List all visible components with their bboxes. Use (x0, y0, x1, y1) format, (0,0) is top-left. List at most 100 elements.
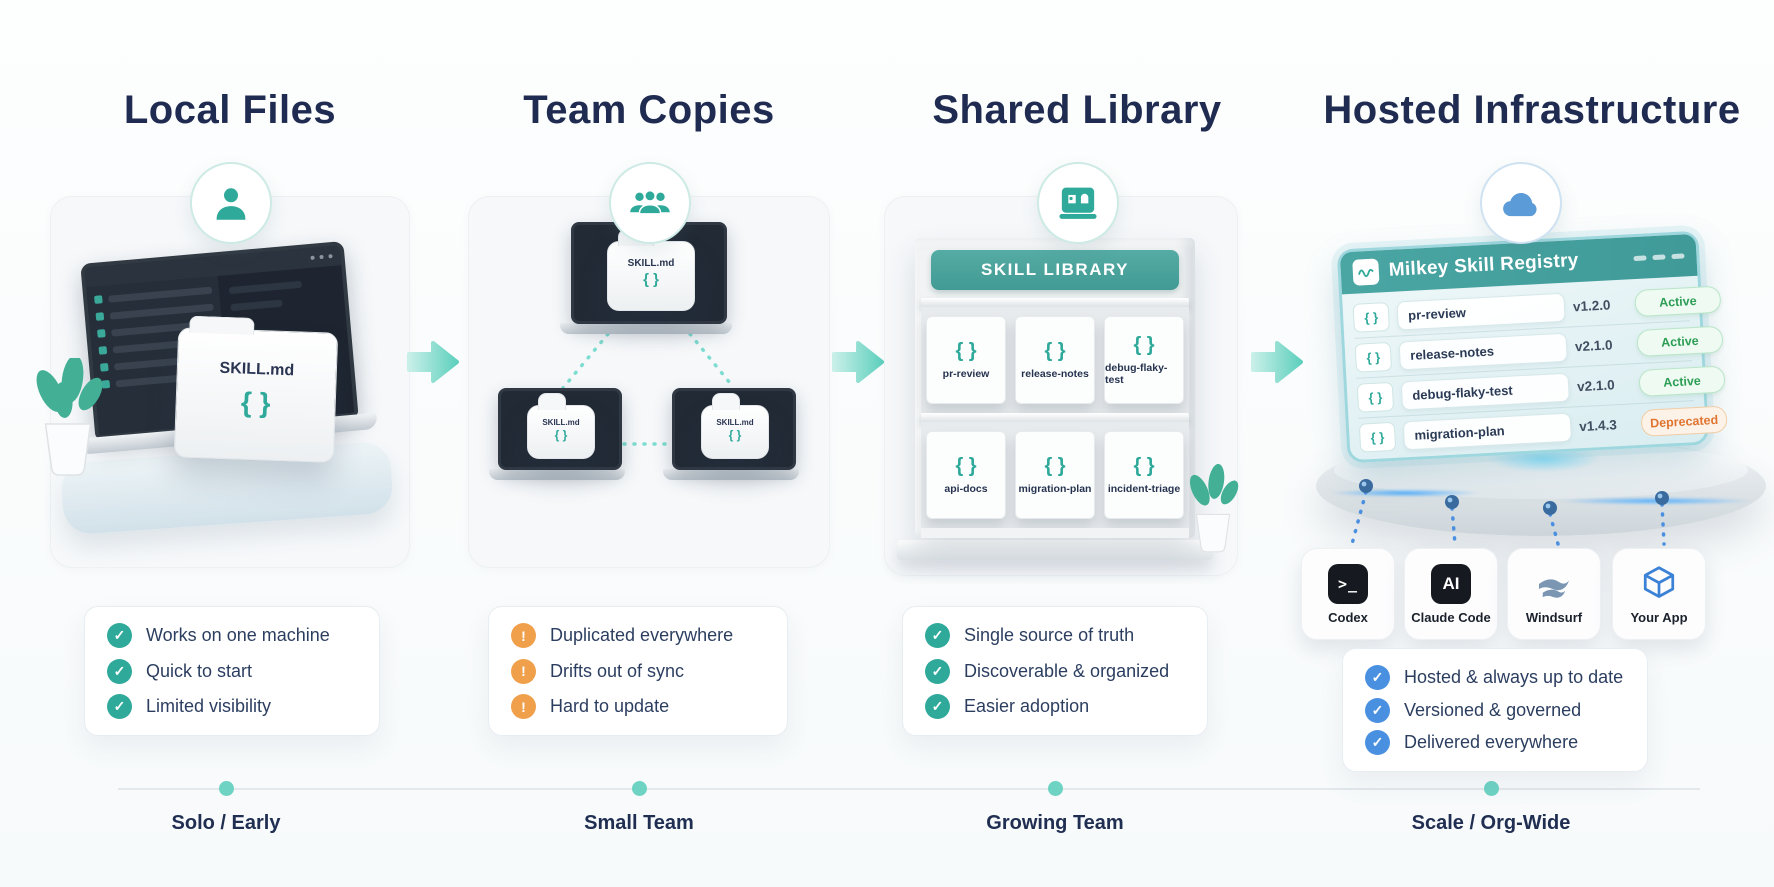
status-badge: Active (1636, 325, 1724, 358)
skill-version: v1.4.3 (1578, 417, 1618, 435)
status-badge: Active (1638, 365, 1726, 397)
feature-row: ✓ Limited visibility (107, 694, 357, 719)
window-controls (1633, 252, 1685, 261)
column-title-shared-library: Shared Library (932, 88, 1222, 132)
braces-glyph: { } (240, 386, 272, 419)
shared-library-badge (1037, 162, 1119, 244)
braces-glyph: { } (955, 340, 977, 362)
check-icon: ✓ (925, 658, 950, 684)
shelf-base (897, 540, 1213, 560)
braces-glyph: { } (1352, 301, 1390, 333)
skill-version: v1.2.0 (1572, 297, 1611, 315)
ai-badge-icon: AI (1431, 563, 1471, 604)
braces-glyph: { } (1358, 421, 1397, 453)
timeline-dot (219, 781, 234, 796)
timeline-dot (1484, 781, 1499, 796)
hosted-infrastructure-badge (1480, 162, 1562, 244)
timeline-dot (632, 781, 647, 796)
glow-streak (1558, 497, 1753, 505)
column-title-local-files: Local Files (123, 88, 337, 132)
braces-glyph: { } (1133, 334, 1155, 356)
tool-label: Claude Code (1411, 609, 1491, 625)
skill-box: { } api-docs (926, 431, 1006, 519)
arrow-right-icon (1251, 341, 1303, 383)
stage-label-small-team: Small Team (584, 812, 694, 834)
braces-glyph: { } (728, 428, 742, 442)
skill-name: debug-flaky-test (1400, 372, 1570, 411)
registry-logo (1352, 258, 1380, 286)
registry-title: Milkey Skill Registry (1388, 249, 1580, 281)
braces-glyph: { } (955, 455, 977, 477)
feature-row: ✓ Discoverable & organized (925, 658, 1185, 684)
braces-glyph: { } (1133, 455, 1155, 477)
shelf-board (921, 413, 1189, 422)
skill-version: v2.1.0 (1574, 337, 1613, 355)
windsurf-wave-icon (1539, 578, 1569, 598)
skill-file-folder-copy: SKILL.md { } (701, 393, 769, 459)
check-icon: ✓ (1365, 665, 1390, 690)
skill-library-sign: SKILL LIBRARY (931, 250, 1179, 290)
column-title-team-copies: Team Copies (523, 88, 775, 132)
feature-row: ✓ Versioned & governed (1365, 697, 1625, 723)
feature-row: ✓ Single source of truth (925, 623, 1185, 648)
braces-glyph: { } (1354, 341, 1393, 373)
skill-box: { } release-notes (1015, 316, 1095, 404)
shelf-row-bottom: { } api-docs { } migration-plan { } inci… (921, 422, 1189, 528)
skill-box: { } debug-flaky-test (1104, 316, 1184, 404)
skill-name: migration-plan (1402, 412, 1573, 451)
local-files-badge (190, 162, 272, 244)
laptop-team-right: SKILL.md { } (663, 388, 799, 480)
status-badge: Active (1634, 285, 1722, 318)
glow-streak (1330, 489, 1480, 497)
library-icon (1059, 187, 1097, 219)
stage-label-scale-org-wide: Scale / Org-Wide (1411, 812, 1571, 834)
team-copies-badge (609, 162, 691, 244)
tool-label: Your App (1630, 609, 1688, 625)
skill-name: release-notes (1398, 332, 1568, 371)
plant-decoration (36, 358, 103, 476)
shelf-row-top: { } pr-review { } release-notes { } debu… (921, 307, 1189, 413)
laptop-team-left: SKILL.md { } (489, 388, 625, 480)
stage-label-growing-team: Growing Team (986, 812, 1124, 834)
shared-library-feature-card: ✓ Single source of truth ✓ Discoverable … (902, 606, 1208, 736)
feature-row: ! Hard to update (511, 694, 765, 719)
tool-label: Codex (1328, 609, 1368, 625)
tool-chip-claude-code: AI Claude Code (1404, 548, 1498, 640)
hosted-infrastructure-feature-card: ✓ Hosted & always up to date ✓ Versioned… (1342, 648, 1648, 772)
squiggle-logo-icon (1358, 268, 1374, 278)
skill-file-label: SKILL.md (219, 359, 295, 380)
feature-row: ! Drifts out of sync (511, 658, 765, 684)
check-icon: ✓ (107, 658, 132, 684)
skill-registry-panel: Milkey Skill Registry { } pr-review v1.2… (1336, 230, 1728, 464)
local-files-feature-card: ✓ Works on one machine ✓ Quick to start … (84, 606, 380, 736)
braces-glyph: { } (1044, 340, 1066, 362)
check-icon: ✓ (1365, 697, 1390, 723)
terminal-icon: >_ (1328, 563, 1368, 604)
check-icon: ✓ (925, 623, 950, 648)
feature-row: ! Duplicated everywhere (511, 623, 765, 648)
status-badge: Deprecated (1640, 405, 1728, 437)
braces-glyph: { } (1044, 455, 1066, 477)
plant-decoration (1189, 463, 1239, 553)
cloud-icon (1503, 192, 1537, 217)
feature-row: ✓ Delivered everywhere (1365, 730, 1625, 755)
tool-label: Windsurf (1525, 609, 1583, 625)
tool-chip-your-app: Your App (1612, 548, 1706, 640)
skill-file-folder-copy: SKILL.md { } (527, 393, 595, 459)
tool-chip-windsurf: Windsurf (1507, 548, 1601, 640)
timeline-dot (1048, 781, 1063, 796)
feature-row: ✓ Quick to start (107, 658, 357, 684)
check-icon: ✓ (1365, 730, 1390, 755)
skill-version: v2.1.0 (1576, 377, 1616, 395)
stage-label-solo-early: Solo / Early (171, 812, 281, 834)
check-icon: ✓ (107, 694, 132, 719)
team-icon (630, 189, 670, 215)
sync-dashed-links (561, 332, 736, 446)
warning-icon: ! (511, 658, 536, 684)
skill-file-folder: SKILL.md { } (173, 327, 339, 463)
timeline-line (118, 788, 1700, 790)
skill-file-folder-copy: SKILL.md { } (607, 229, 695, 311)
skill-library-shelf: SKILL LIBRARY { } pr-review { } release-… (915, 238, 1195, 538)
arrow-right-icon (832, 341, 884, 383)
